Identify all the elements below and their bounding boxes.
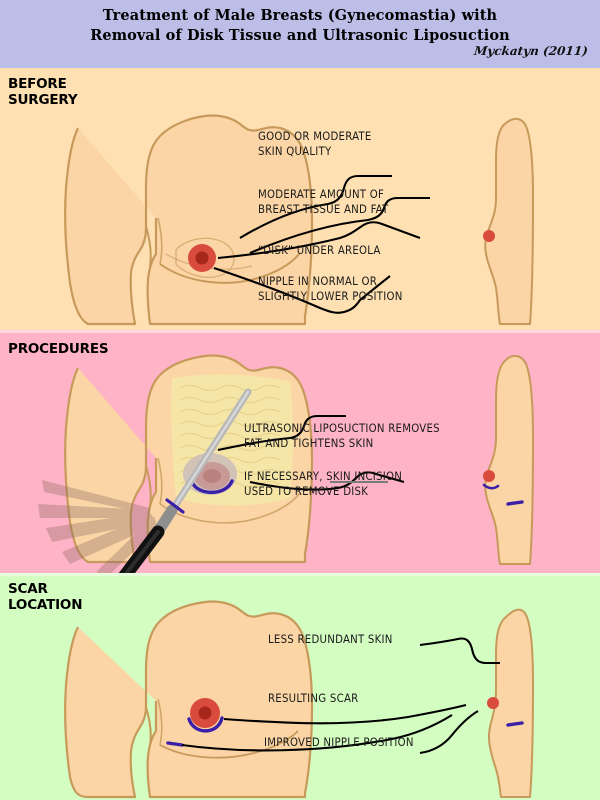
frontal-torso-after [64,600,314,799]
nipple-after [198,706,212,720]
before-surgery-illustration [64,114,534,326]
annotation-ultrasonic-liposuction: ULTRASONIC LIPOSUCTION REMOVES FAT AND T… [244,422,440,450]
panel-heading-procedures: PROCEDURES [8,341,109,357]
profile-torso-procedures [482,354,534,565]
profile-periareolar-incision [482,483,500,490]
poster-title-line-2: Removal of Disk Tissue and Ultrasonic Li… [90,27,510,44]
lateral-scar [166,741,184,747]
annotation-less-redundant-skin: LESS REDUNDANT SKIN [268,633,393,646]
profile-torso-before [483,117,534,325]
panel-separator-2 [0,573,600,576]
disk-tissue [183,453,237,495]
annotation-skin-incision: IF NECESSARY, SKIN INCISION USED TO REMO… [244,470,403,498]
periareolar-scar [187,716,224,733]
procedures-illustration [38,354,534,573]
areola-profile-after [487,697,499,709]
author-credit: Myckatyn (2011) [473,44,589,58]
frontal-torso-before [64,114,314,326]
liposuction-cannula [118,388,252,573]
profile-scar-after [506,721,524,727]
annotation-improved-nipple: IMPROVED NIPPLE POSITION [264,736,414,749]
panel-procedures: PROCEDURES ULTRASONIC LIPOSUCTION REMOVE… [0,330,600,573]
panel-heading-scar-location: SCAR LOCATION [8,581,83,613]
annotation-skin-quality: GOOD OR MODERATE SKIN QUALITY [258,130,372,158]
access-incision [165,498,185,514]
profile-torso-after [487,608,534,798]
annotation-disk-areola: “DISK” UNDER AREOLA [258,244,381,257]
frontal-torso-procedures [64,354,314,564]
leader-lines-procedures [217,414,405,491]
areola-profile-before [483,230,495,242]
periareolar-incision [190,479,234,495]
profile-access-incision [506,500,524,506]
scar-location-illustration [64,600,534,799]
areola-profile-procedures [483,470,495,482]
annotation-breast-tissue: MODERATE AMOUNT OF BREAST TISSUE AND FAT [258,188,389,216]
leader-lines-after [181,637,500,755]
poster-header: Treatment of Male Breasts (Gynecomastia)… [0,0,600,68]
annotation-nipple-position: NIPPLE IN NORMAL OR SLIGHTLY LOWER POSIT… [258,275,403,303]
panel-before-surgery: BEFORE SURGERY GOOD OR MODERATE SKIN QUA… [0,68,600,330]
panel-heading-before-surgery: BEFORE SURGERY [8,76,78,108]
panel-separator-1 [0,330,600,333]
leader-lines-before [213,174,430,314]
poster-title-line-1: Treatment of Male Breasts (Gynecomastia)… [102,7,498,24]
cannula-sweep-paths [38,480,158,573]
panel-scar-location: SCAR LOCATION LESS REDUNDANT SKIN RESULT… [0,573,600,800]
annotation-resulting-scar: RESULTING SCAR [268,692,359,705]
nipple-before [195,251,209,265]
